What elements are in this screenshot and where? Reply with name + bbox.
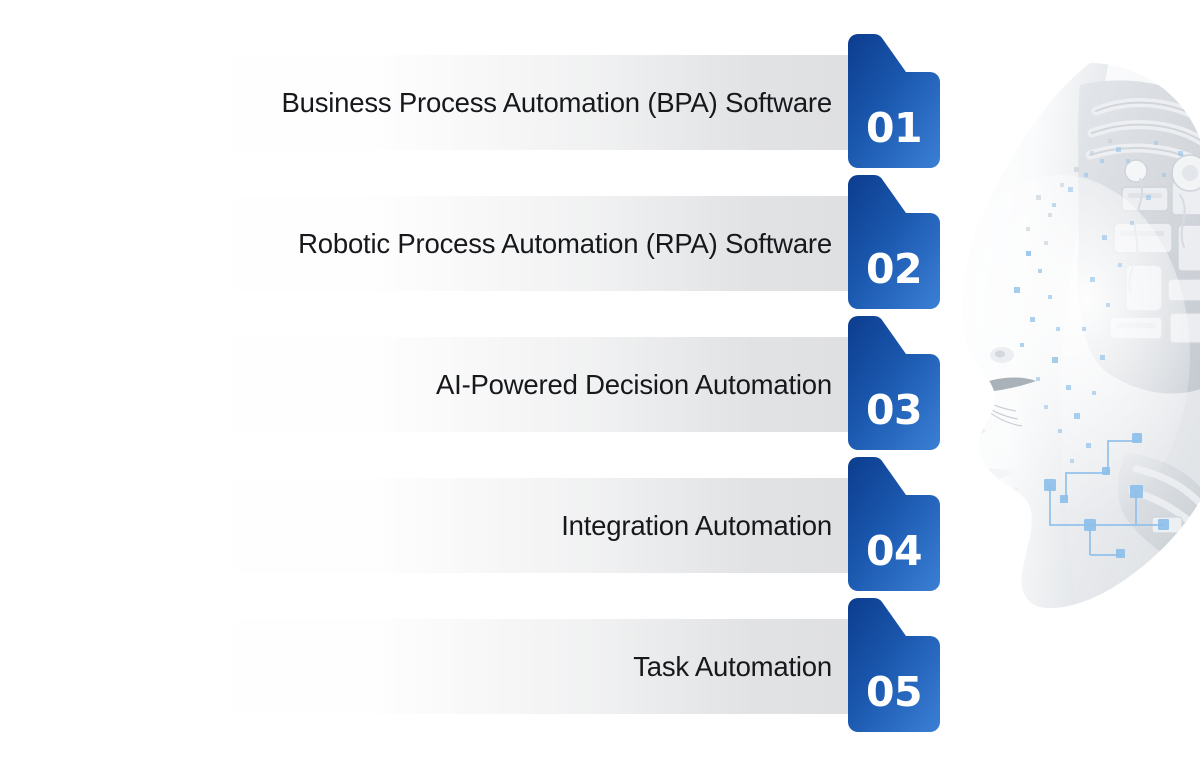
list-item-label: Business Process Automation (BPA) Softwa… <box>281 87 832 118</box>
number-badge[interactable]: 03 <box>848 316 940 450</box>
badge-number: 02 <box>865 245 923 293</box>
label-bar: Task Automation <box>180 619 852 714</box>
label-bar: Business Process Automation (BPA) Softwa… <box>180 55 852 150</box>
badge-number: 05 <box>865 668 923 716</box>
list-item-label: Task Automation <box>633 651 832 682</box>
badge-number: 04 <box>865 527 923 575</box>
list-item[interactable]: Task Automation 05 <box>0 594 945 735</box>
label-bar: Integration Automation <box>180 478 852 573</box>
number-badge[interactable]: 04 <box>848 457 940 591</box>
list-item[interactable]: Integration Automation 04 <box>0 453 945 594</box>
number-badge[interactable]: 05 <box>848 598 940 732</box>
number-badge[interactable]: 01 <box>848 34 940 168</box>
list-item[interactable]: AI-Powered Decision Automation 03 <box>0 312 945 453</box>
list-item-label: Robotic Process Automation (RPA) Softwar… <box>298 228 832 259</box>
badge-number: 01 <box>865 104 923 152</box>
label-bar: AI-Powered Decision Automation <box>180 337 852 432</box>
robot-head-icon <box>940 55 1200 635</box>
numbered-list: Business Process Automation (BPA) Softwa… <box>0 30 945 735</box>
number-badge[interactable]: 02 <box>848 175 940 309</box>
list-item-label: Integration Automation <box>561 510 832 541</box>
list-item[interactable]: Robotic Process Automation (RPA) Softwar… <box>0 171 945 312</box>
list-item[interactable]: Business Process Automation (BPA) Softwa… <box>0 30 945 171</box>
list-item-label: AI-Powered Decision Automation <box>435 369 832 400</box>
badge-number: 03 <box>865 386 923 434</box>
label-bar: Robotic Process Automation (RPA) Softwar… <box>180 196 852 291</box>
